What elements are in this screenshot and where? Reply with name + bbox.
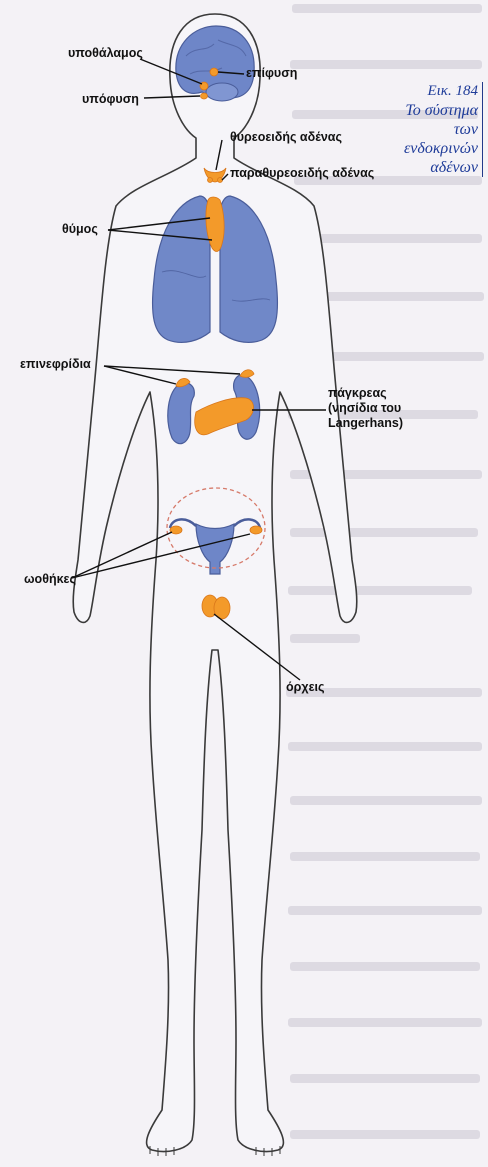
parathyroid-gland-2: [218, 178, 223, 183]
figure-number: Εικ. 184: [392, 82, 478, 101]
label-ovaries: ωοθήκες: [24, 572, 76, 587]
caption-line-3: ενδοκρινών: [392, 139, 478, 158]
label-pineal: επίφυση: [246, 66, 297, 81]
caption-line-4: αδένων: [392, 158, 478, 177]
cerebellum: [206, 83, 238, 101]
label-testes: όρχεις: [286, 680, 324, 695]
caption-line-1: Το σύστημα: [392, 101, 478, 120]
pituitary-gland: [201, 93, 208, 99]
label-pancreas-line-2: (νησίδια του: [328, 401, 426, 416]
label-adrenals: επινεφρίδια: [20, 357, 91, 372]
right-ovary: [250, 526, 262, 534]
label-thymus: θύμος: [62, 222, 98, 237]
label-thyroid: θυρεοειδής αδένας: [230, 130, 342, 145]
parathyroid-gland-1: [208, 178, 213, 183]
label-parathyroid: παραθυρεοειδής αδένας: [230, 166, 374, 181]
pineal-gland: [210, 68, 218, 76]
figure-caption: Εικ. 184 Το σύστημα των ενδοκρινών αδένω…: [392, 82, 483, 177]
label-pancreas-line-3: Langerhans): [328, 416, 426, 431]
label-hypothalamus: υποθάλαμος: [68, 46, 143, 61]
caption-line-2: των: [392, 120, 478, 139]
label-pancreas: πάγκρεας (νησίδια του Langerhans): [328, 386, 426, 431]
label-pancreas-line-1: πάγκρεας: [328, 386, 426, 401]
label-pituitary: υπόφυση: [82, 92, 139, 107]
body-outline: [73, 14, 357, 1156]
